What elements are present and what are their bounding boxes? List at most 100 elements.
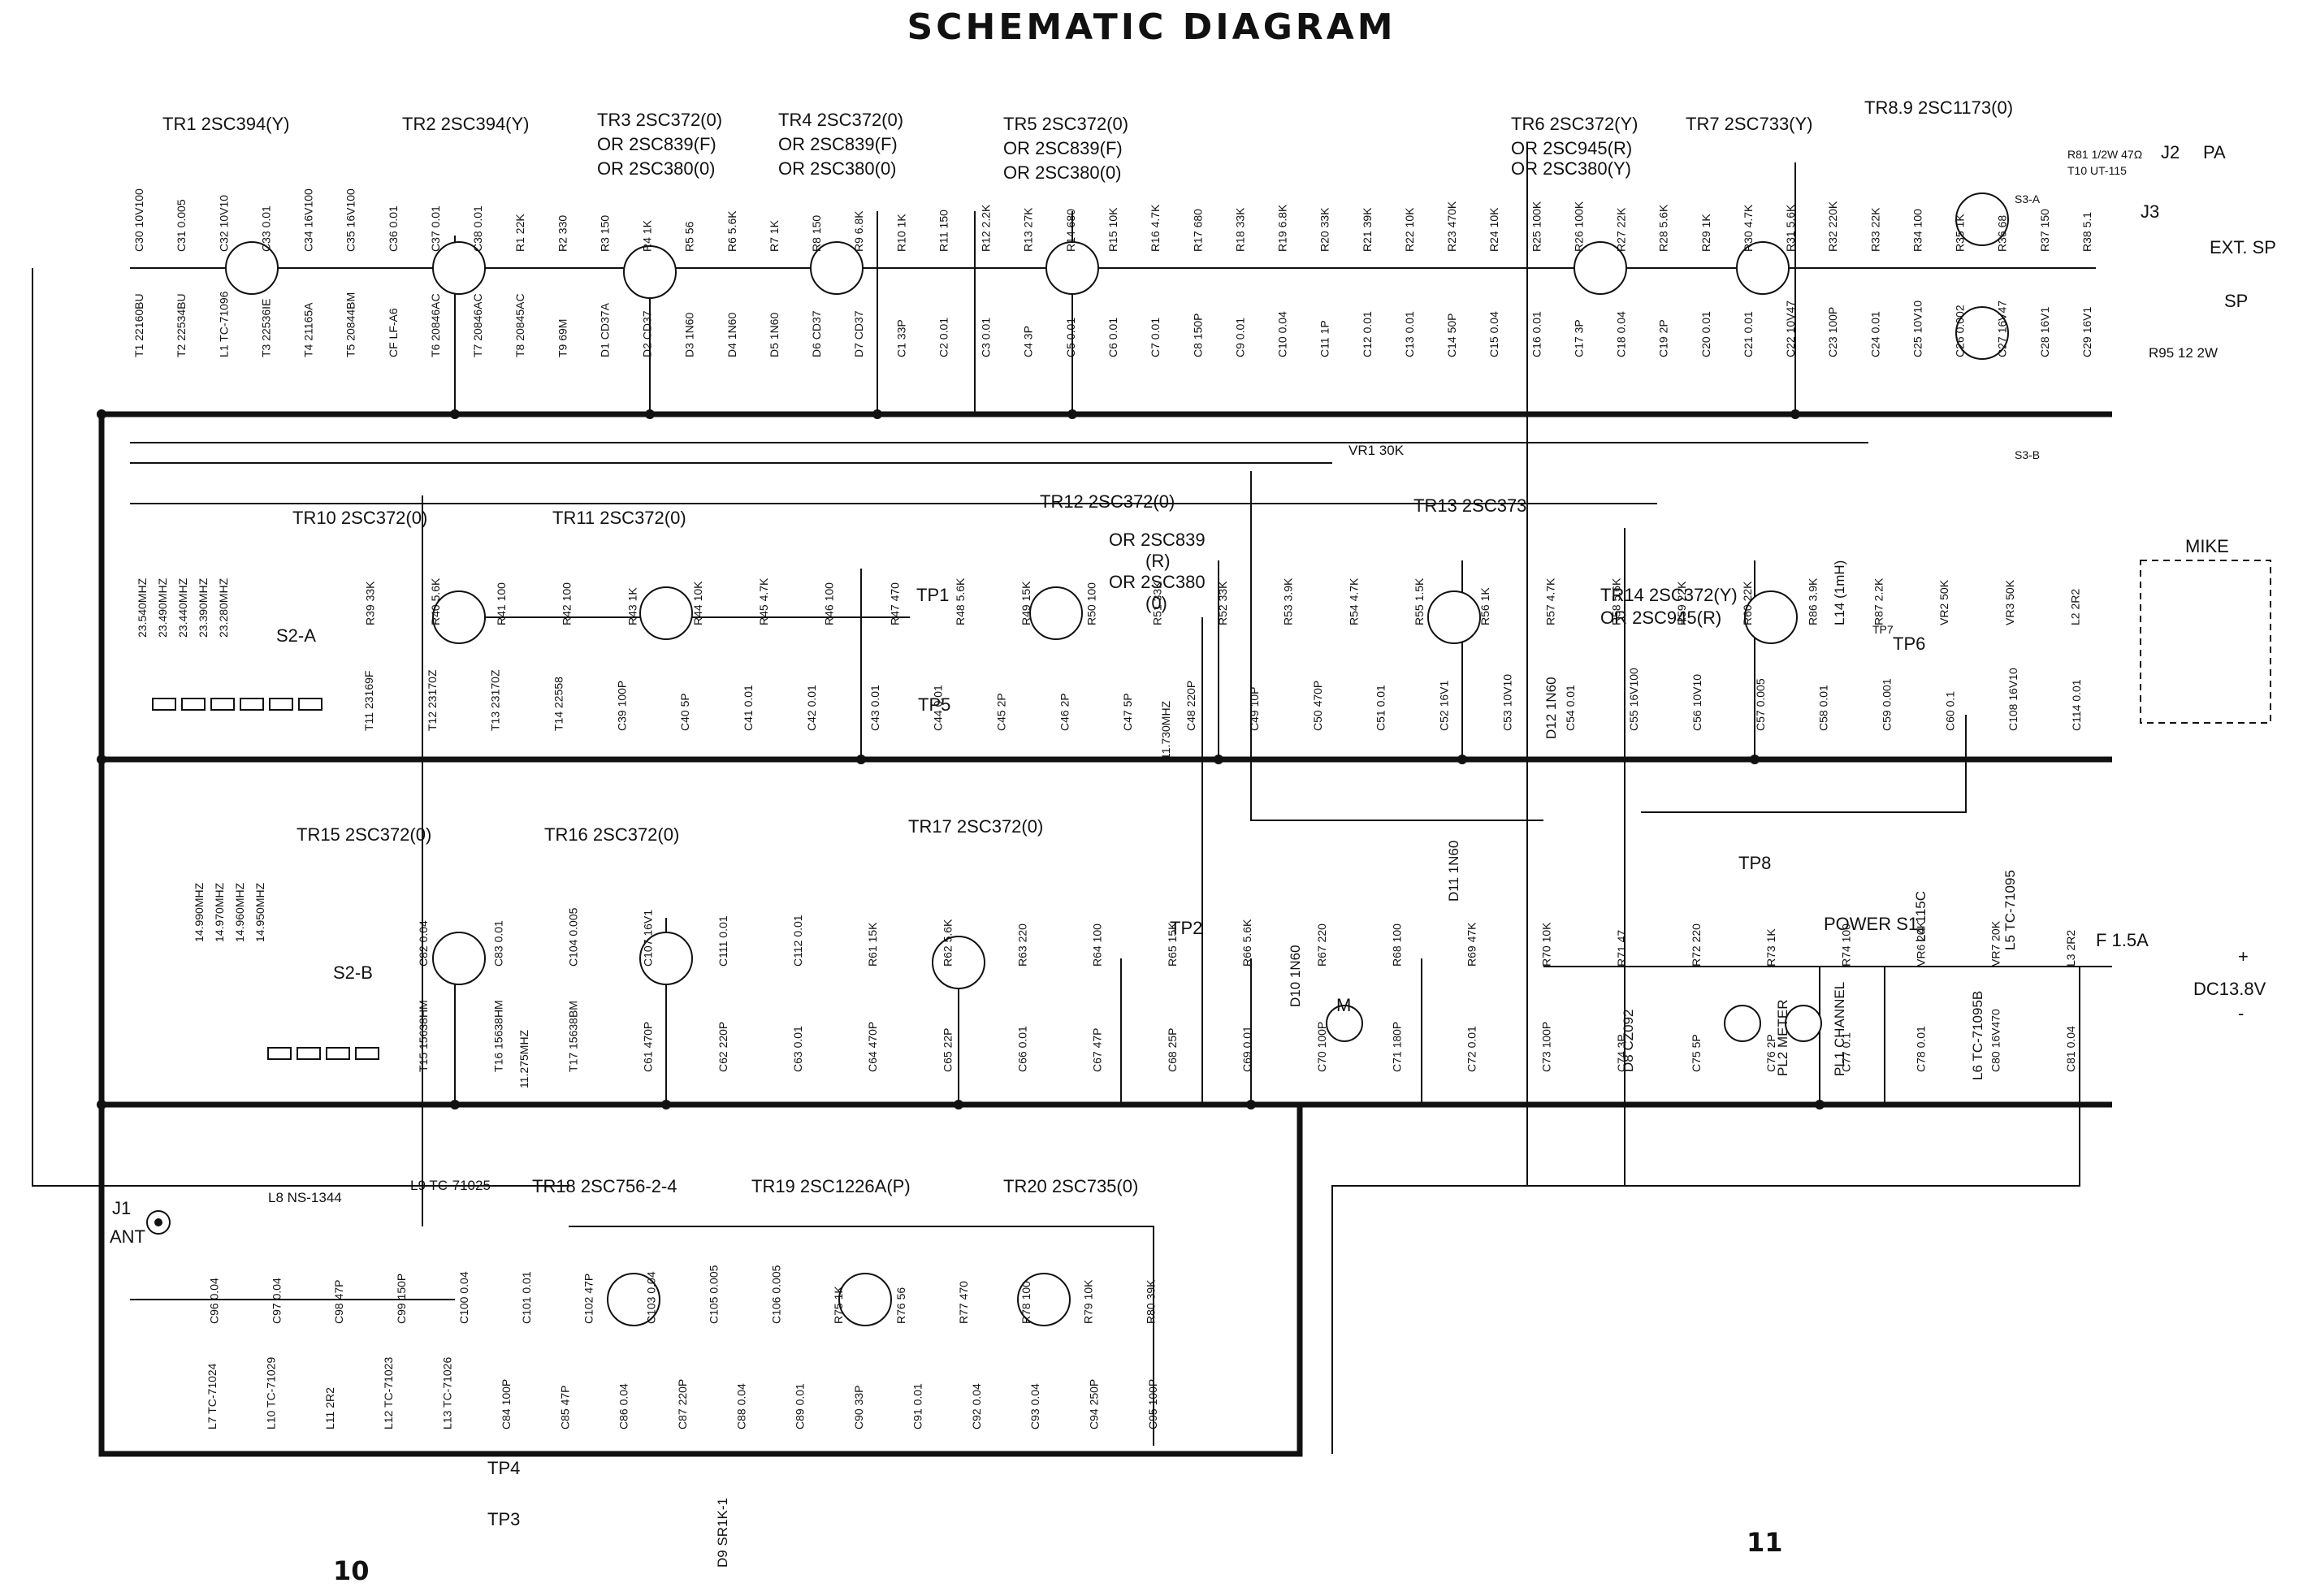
misc-d8: D8 CZ092 [1621, 1010, 1636, 1072]
test-point-3: TP3 [487, 1509, 520, 1529]
part-label: R77 470 [957, 1281, 970, 1324]
part-label: C65 22P [941, 1028, 954, 1072]
stage-label-tr10: TR10 2SC372(0) [292, 508, 427, 528]
part-label: C3 0.01 [980, 318, 993, 357]
stage-label-tr17: TR17 2SC372(0) [908, 816, 1043, 837]
part-label: C5 0.01 [1064, 318, 1077, 357]
connector-j2-label: PA [2203, 142, 2226, 162]
crystal-freq-rx-4: 23.390MHZ [197, 577, 210, 638]
part-label: C96 0.04 [207, 1278, 220, 1324]
stage-label-tr4-alt1: OR 2SC839(F) [778, 134, 898, 154]
part-label: C18 0.04 [1615, 311, 1628, 357]
part-label: R56 1K [1478, 587, 1491, 625]
crystal-freq-rx-2: 23.490MHZ [156, 577, 169, 638]
part-label: R11 150 [937, 210, 950, 252]
junction-dots [97, 409, 1825, 1109]
part-label: R9 6.8K [852, 210, 865, 252]
part-label: R72 220 [1690, 923, 1703, 967]
stage-label-tr12-alt1: OR 2SC839 [1109, 530, 1206, 550]
part-label: C108 16V10 [2006, 668, 2019, 731]
part-label: R42 100 [561, 582, 574, 625]
part-label: C71 180P [1390, 1022, 1403, 1072]
part-label: R44 10K [691, 581, 704, 625]
part-label: C60 0.1 [1943, 691, 1956, 731]
stage-label-tr16: TR16 2SC372(0) [544, 824, 679, 845]
part-label: C86 0.04 [617, 1383, 630, 1429]
indicator-channel: PL1 CHANNEL [1832, 982, 1847, 1076]
part-label: L1 TC-71096 [217, 291, 230, 357]
misc-part-labels: R95 12 2W VR1 30K R81 1/2W 47Ω T10 UT-11… [268, 148, 2218, 1568]
part-label: C61 470P [642, 1022, 655, 1072]
part-label: C49 10P [1248, 687, 1261, 731]
part-label: VR2 50K [1937, 579, 1950, 625]
part-label: R61 15K [866, 922, 879, 967]
stage-label-tr14-alt1: OR 2SC945(R) [1600, 608, 1721, 628]
part-label: R70 10K [1540, 922, 1553, 967]
stage-label-tr4: TR4 2SC372(0) [778, 110, 903, 130]
part-label: C101 0.01 [520, 1271, 533, 1324]
part-label: R16 4.7K [1149, 204, 1162, 252]
part-label: R40 5.6K [429, 577, 442, 625]
part-label: L2 2R2 [2069, 589, 2082, 625]
part-label: R76 56 [894, 1287, 907, 1324]
stage-label-tr12-alt3: OR 2SC380 [1109, 572, 1206, 592]
connector-j3-label: EXT. SP [2210, 237, 2276, 257]
part-label: T6 20846AC [429, 293, 442, 357]
part-label: C1 33P [894, 319, 907, 357]
part-label: C31 0.005 [175, 199, 188, 252]
part-label: C111 0.01 [716, 915, 729, 967]
part-label: C19 2P [1657, 319, 1670, 357]
part-label: C105 0.005 [707, 1265, 720, 1324]
part-label: C107 16V1 [642, 910, 655, 967]
part-label: R5 56 [683, 221, 696, 252]
part-label: C6 0.01 [1106, 318, 1119, 357]
part-label: C44 0.01 [932, 685, 945, 731]
part-label: C72 0.01 [1465, 1026, 1478, 1072]
diagram-title: SCHEMATIC DIAGRAM [907, 6, 1396, 48]
part-label: C7 0.01 [1149, 318, 1162, 357]
part-label: C26 0.002 [1954, 305, 1967, 357]
part-label: T5 20844BM [344, 292, 357, 357]
part-label: C56 10V10 [1690, 674, 1703, 731]
connector-j2: J2 [2161, 142, 2180, 162]
stage-label-tr15: TR15 2SC372(0) [297, 824, 431, 845]
part-label: C47 5P [1121, 693, 1134, 731]
crystal-freq-tx-1: 14.990MHZ [193, 882, 206, 942]
part-label: C13 0.01 [1403, 311, 1416, 357]
part-label: R65 15K [1166, 922, 1179, 967]
stage-label-tr5: TR5 2SC372(0) [1003, 114, 1128, 134]
part-label: C103 0.04 [645, 1271, 658, 1324]
misc-l5: L5 TC-71095 [2002, 870, 2018, 950]
part-label: C94 250P [1088, 1379, 1101, 1429]
part-label: T16 15638HM [491, 1000, 504, 1072]
part-label: R36 68 [1996, 215, 2009, 252]
part-label: R64 100 [1091, 923, 1104, 967]
switch-labels: S2-A S2-B POWER S1 S3-B S3-A [276, 192, 2041, 983]
part-label: R50 100 [1085, 582, 1098, 625]
part-label: C40 5P [678, 693, 691, 731]
switch-s2a: S2-A [276, 625, 316, 646]
part-label: C93 0.04 [1028, 1383, 1041, 1429]
part-label: L11 2R2 [323, 1387, 336, 1429]
part-label: C25 10V10 [1911, 301, 1924, 357]
part-label: C112 0.01 [791, 915, 804, 967]
misc-d9: D9 SR1K-1 [715, 1498, 730, 1568]
part-label: R57 4.7K [1544, 577, 1557, 625]
part-label: T1 22160BU [132, 293, 145, 357]
stage-label-tr3-alt1: OR 2SC839(F) [597, 134, 716, 154]
stage-label-tr12-alt4: (0) [1145, 593, 1167, 613]
part-label: C67 47P [1091, 1028, 1104, 1072]
part-label: R48 5.6K [954, 577, 967, 625]
part-label: C91 0.01 [911, 1383, 924, 1429]
part-label: C35 16V100 [344, 188, 357, 252]
crystal-frequencies: 23.540MHZ 23.490MHZ 23.440MHZ 23.390MHZ … [136, 577, 1172, 1088]
part-label: C84 100P [500, 1379, 513, 1429]
part-label: C39 100P [615, 681, 628, 731]
part-label: C51 0.01 [1374, 685, 1387, 731]
part-label: D4 1N60 [725, 313, 738, 357]
part-label: R8 150 [810, 215, 823, 252]
